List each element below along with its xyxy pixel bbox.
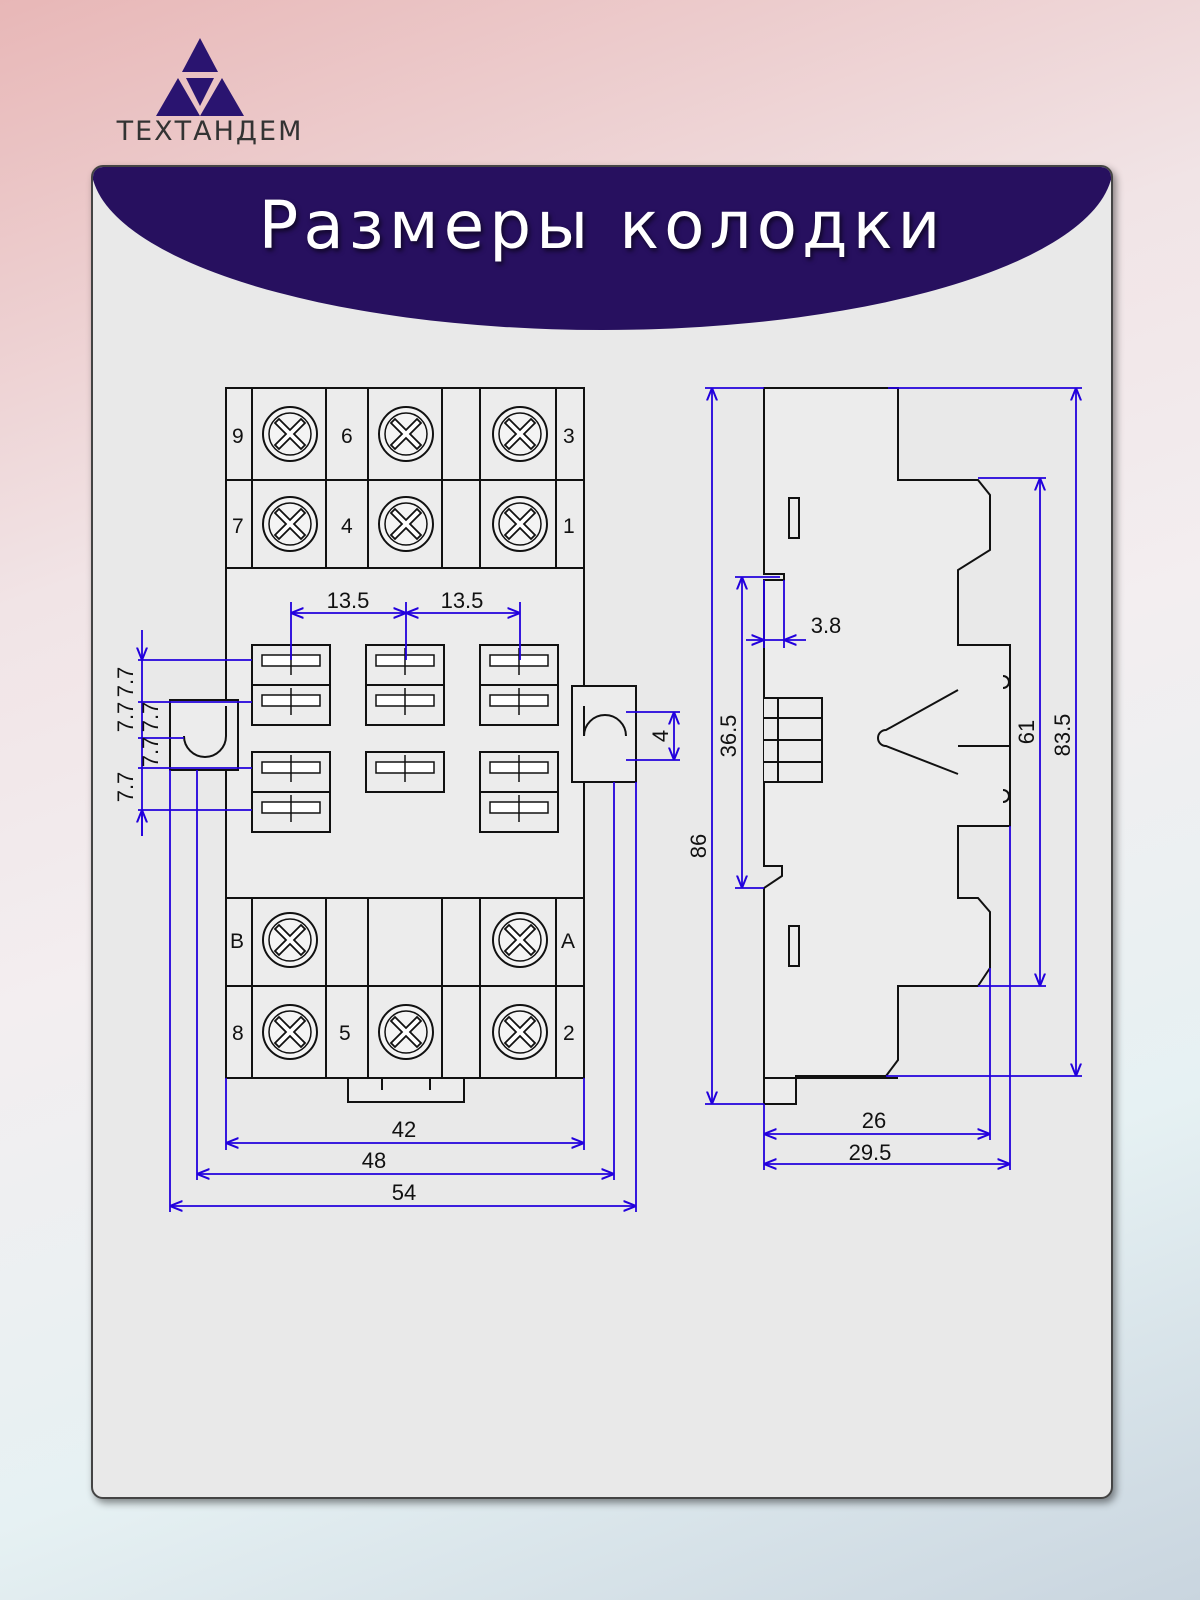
terminal-label: 5: [339, 1022, 351, 1045]
logo-triangles-icon: [156, 38, 244, 116]
dim-height-61: 61: [1014, 720, 1039, 744]
terminal-label: 1: [563, 515, 575, 538]
terminal-label: 7: [232, 515, 244, 538]
side-dimension-values: 3.8 36.5 86 61 83.5 26 29.5: [686, 613, 1075, 1165]
brand-name: ТЕХТАНДЕМ: [116, 116, 304, 147]
front-view: [169, 387, 637, 1103]
dim-height-83-5: 83.5: [1050, 714, 1075, 757]
dim-depth-29-5: 29.5: [849, 1140, 892, 1165]
side-view: [763, 387, 1011, 1105]
dim-row-2: 7.7: [113, 702, 138, 733]
dim-row-1: 7.7: [113, 667, 138, 698]
page-title: Размеры колодки: [258, 187, 946, 264]
front-dimension-values: 13.5 13.5 7.7 7.7 7.7 7.7 7.7 4 42 48 54: [113, 588, 673, 1205]
terminal-label: 3: [563, 425, 575, 448]
dim-hole: 4: [648, 730, 673, 742]
terminal-label: 6: [341, 425, 353, 448]
brand-logo: ТЕХТАНДЕМ: [90, 36, 330, 156]
terminal-label: A: [561, 930, 575, 953]
dim-row-3: 7.7: [113, 772, 138, 803]
dim-clip: 3.8: [811, 613, 842, 638]
dim-rail: 36.5: [716, 715, 741, 758]
dim-row-5: 7.7: [138, 737, 163, 768]
dim-height-86: 86: [686, 834, 711, 858]
terminal-label: 4: [341, 515, 353, 538]
terminal-label: 8: [232, 1022, 244, 1045]
dim-width-48: 48: [362, 1148, 386, 1173]
dim-width-42: 42: [392, 1117, 416, 1142]
front-dimension-lines: [138, 602, 680, 1212]
dim-pitch-b: 13.5: [441, 588, 484, 613]
dim-pitch-a: 13.5: [327, 588, 370, 613]
dim-depth-26: 26: [862, 1108, 886, 1133]
dim-width-54: 54: [392, 1180, 416, 1205]
side-dimension-lines: [705, 387, 1082, 1170]
terminal-label: 9: [232, 425, 244, 448]
dim-row-4: 7.7: [138, 702, 163, 733]
terminal-label: 2: [563, 1022, 575, 1045]
terminal-label: B: [230, 930, 244, 953]
terminal-labels: 9 6 3 7 4 1 B A 8 5 2: [230, 425, 575, 1045]
